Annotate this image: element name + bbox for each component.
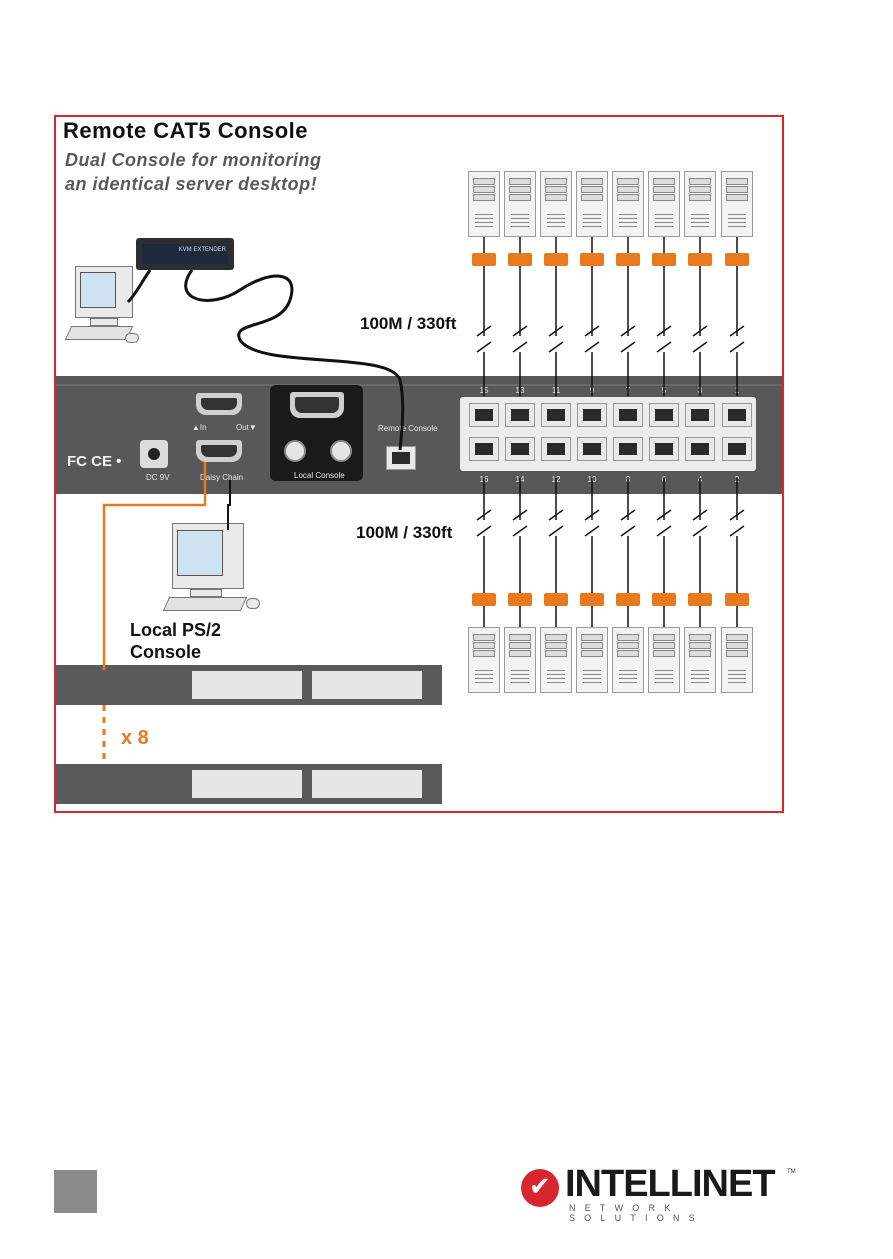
intellinet-logo: INTELLINET NETWORK SOLUTIONS TM (521, 1165, 791, 1220)
cable-break-mark (549, 342, 563, 352)
trademark: TM (787, 1169, 796, 1175)
cable-break-mark (730, 526, 744, 536)
daisy-chain-cable (104, 462, 205, 670)
brand-tagline: NETWORK SOLUTIONS (569, 1203, 791, 1223)
check-badge-icon (521, 1169, 559, 1207)
remote-console-cable (186, 270, 403, 450)
cable-break-mark (693, 526, 707, 536)
cable-break-mark (477, 342, 491, 352)
cable-break-mark (693, 342, 707, 352)
cable-break-mark (477, 526, 491, 536)
local-console-cable (228, 480, 230, 530)
cable-break-mark (621, 342, 635, 352)
brand-name: INTELLINET (565, 1163, 775, 1206)
cable-break-mark (585, 342, 599, 352)
cable-break-mark (513, 526, 527, 536)
cable-break-mark (549, 526, 563, 536)
cable-break-mark (657, 526, 671, 536)
cable-break-mark (730, 342, 744, 352)
cable-break-mark (513, 342, 527, 352)
cable-break-mark (585, 526, 599, 536)
page-number-box (54, 1170, 97, 1213)
cable-break-mark (657, 342, 671, 352)
remote-cable-to-pc (128, 270, 150, 302)
cable-break-mark (621, 526, 635, 536)
